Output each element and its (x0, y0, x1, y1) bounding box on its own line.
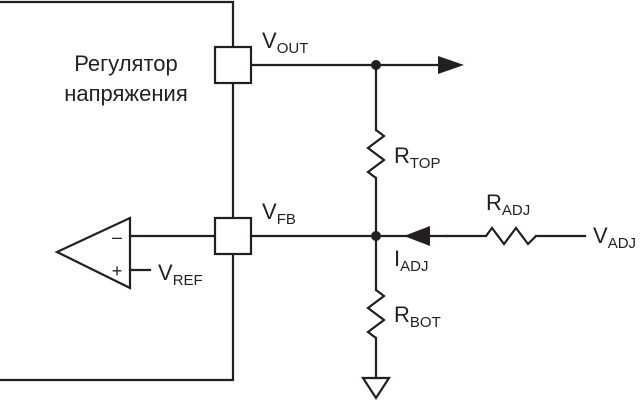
vfb-label: VFB (262, 199, 296, 228)
vref-label: VREF (158, 260, 203, 289)
ground-icon (360, 376, 392, 401)
amp-minus-sign: – (112, 227, 122, 247)
vfb-pin (213, 216, 253, 256)
iadj-label: IADJ (394, 246, 428, 275)
radj-resistor (485, 226, 537, 246)
vout-arrow (438, 56, 464, 74)
vfb-junction-dot (371, 231, 381, 241)
rtop-label: RTOP (394, 143, 440, 172)
rtop-resistor (366, 129, 386, 179)
iadj-arrow (404, 226, 430, 246)
regulator-title-line1: Регулятор (74, 51, 178, 76)
vout-junction-dot (371, 60, 381, 70)
vout-pin (213, 45, 253, 85)
regulator-block-outline (0, 0, 235, 382)
error-amplifier-icon (54, 216, 132, 290)
rbot-resistor (366, 289, 386, 339)
regulator-title-line2: напряжения (64, 81, 188, 106)
vout-label: VOUT (262, 28, 308, 57)
rbot-label: RBOT (394, 302, 441, 331)
vadj-label: VADJ (593, 223, 636, 252)
radj-label: RADJ (486, 190, 530, 219)
amp-plus-sign: + (112, 261, 123, 281)
